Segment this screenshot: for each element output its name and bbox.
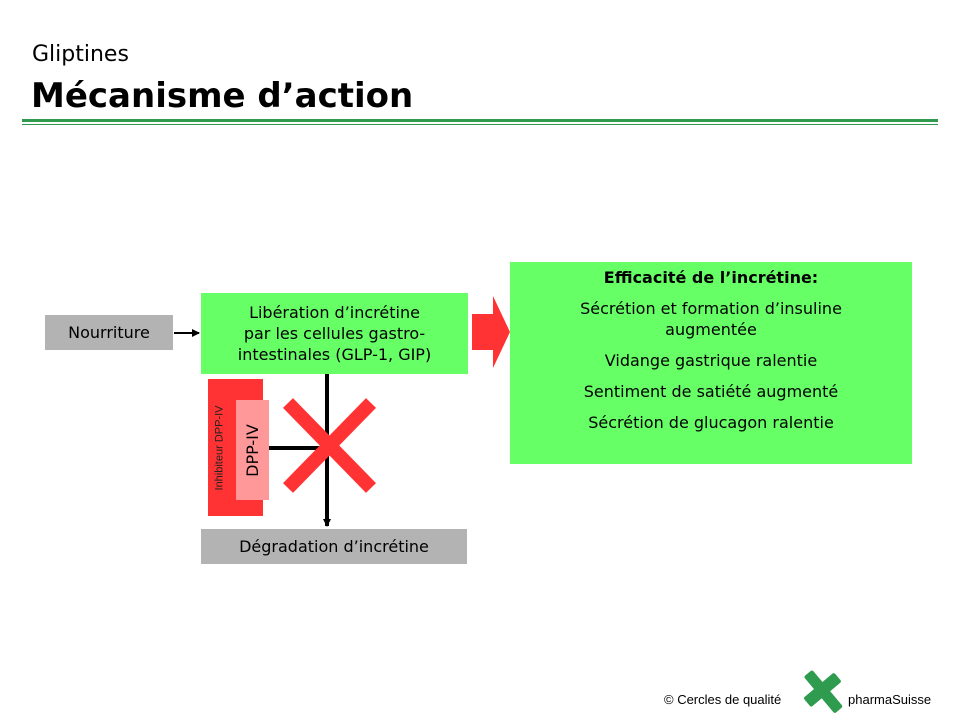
- efficacy-box: Efficacité de l’incrétine: Sécrétion et …: [510, 262, 912, 464]
- footer-copyright: © Cercles de qualité: [664, 692, 782, 707]
- effect-item: Sécrétion de glucagon ralentie: [588, 413, 834, 432]
- title-rule-thin: [22, 124, 938, 125]
- effect-item: Sécrétion et formation d’insuline augmen…: [580, 299, 842, 339]
- efficacy-heading: Efficacité de l’incrétine:: [603, 268, 819, 287]
- incretin-release-box: Libération d’incrétine par les cellules …: [201, 293, 468, 374]
- footer-brand: pharmaSuisse: [848, 692, 932, 707]
- effect-arrow-icon: [472, 296, 510, 368]
- release-line: intestinales (GLP-1, GIP): [237, 345, 432, 364]
- slide-subtitle: Gliptines: [32, 42, 129, 67]
- effect-item: Sentiment de satiété augmenté: [583, 382, 839, 401]
- food-label: Nourriture: [68, 323, 150, 342]
- degradation-label: Dégradation d’incrétine: [239, 537, 429, 556]
- degradation-box: Dégradation d’incrétine: [201, 529, 467, 564]
- release-line: par les cellules gastro-: [243, 324, 426, 343]
- block-cross-icon: [282, 398, 377, 493]
- release-line: Libération d’incrétine: [249, 303, 420, 322]
- food-box: Nourriture: [45, 315, 173, 350]
- slide-title: Mécanisme d’action: [31, 76, 414, 116]
- pharmasuisse-cross-logo: [804, 670, 843, 713]
- title-rule: [22, 119, 938, 122]
- dpp4-box: DPP-IV: [236, 400, 269, 500]
- effect-item: Vidange gastrique ralentie: [604, 351, 818, 370]
